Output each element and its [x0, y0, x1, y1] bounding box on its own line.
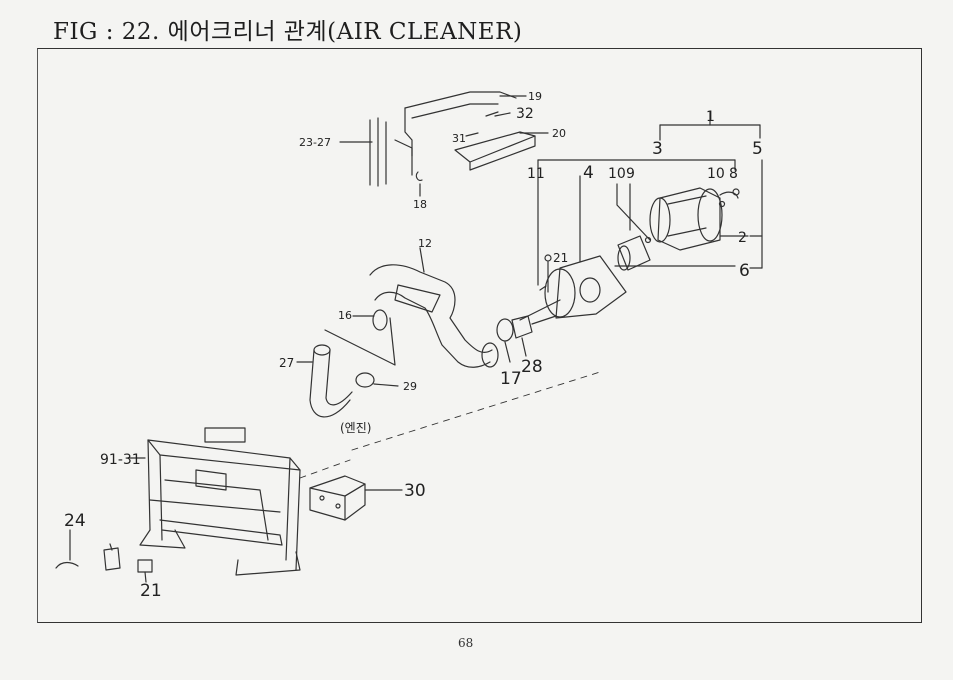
callout-32: 32: [516, 106, 534, 122]
elbow-hose: [296, 317, 399, 418]
callout-1: 1: [706, 109, 715, 125]
callout-12: 12: [418, 237, 432, 250]
callout-11: 11: [527, 166, 545, 182]
fasteners: [55, 529, 153, 583]
support-frame: [127, 427, 301, 576]
upper-bracket-assembly: [339, 91, 549, 197]
callout-20: 20: [552, 127, 566, 140]
callout-29: 29: [403, 380, 417, 393]
callout-19: 19: [528, 90, 542, 103]
callout-16: 16: [338, 309, 352, 322]
hose-clamps: [352, 309, 557, 363]
callout-28: 28: [521, 357, 543, 377]
engine-note: (엔진): [340, 421, 371, 435]
callout-30: 30: [404, 481, 426, 501]
callout-17: 17: [500, 369, 522, 389]
callout-31: 31: [452, 132, 466, 145]
callout-10-right: 10: [707, 166, 725, 182]
callout-10-left: 10: [608, 166, 626, 182]
callout-grouping-lines: [537, 111, 763, 286]
callout-3: 3: [652, 139, 663, 159]
page-number: 68: [458, 636, 474, 650]
callout-labels: 1 2 3 4 5 6 8 9 10 10 11 12 16 17 18 19 …: [64, 90, 763, 601]
callout-21-lower: 21: [140, 581, 162, 601]
callout-6: 6: [739, 261, 750, 281]
page-title: FIG : 22. 에어크리너 관계(AIR CLEANER): [53, 19, 523, 45]
callout-91-31: 91-31: [100, 452, 141, 468]
callout-27: 27: [279, 356, 294, 370]
callout-23-27: 23-27: [299, 136, 331, 149]
callout-5: 5: [752, 139, 763, 159]
callout-4: 4: [583, 163, 594, 183]
air-cleaner-body: [519, 254, 627, 321]
mounting-bracket: [309, 475, 403, 521]
callout-2: 2: [738, 230, 747, 246]
callout-9: 9: [626, 166, 635, 182]
callout-24: 24: [64, 511, 86, 531]
callout-8: 8: [729, 166, 738, 182]
air-filter-element: [617, 187, 749, 271]
assembly-axis-lines: [299, 371, 601, 479]
intake-hose: [369, 247, 499, 368]
callout-18: 18: [413, 198, 427, 211]
callout-21-upper: 21: [553, 251, 568, 265]
diagram-frame: [37, 48, 922, 623]
